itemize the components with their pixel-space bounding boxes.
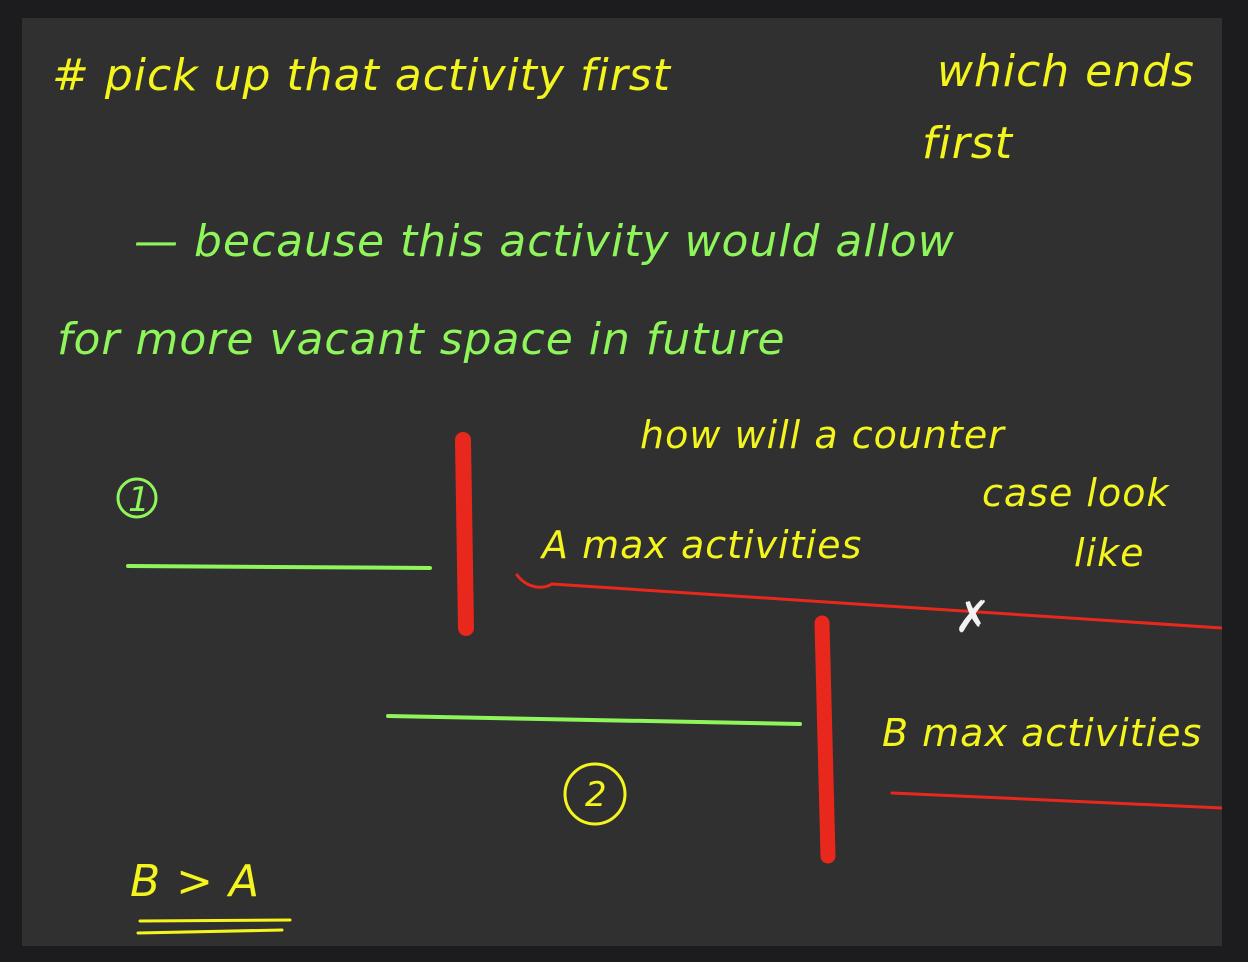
circle-one [116, 477, 158, 519]
label-b-max-activities: B max activities [882, 711, 1203, 755]
heading-line-1c: first [922, 118, 1013, 169]
red-line-b [890, 791, 1222, 810]
red-line-a [515, 573, 1222, 630]
cross-mark: ✗ [954, 592, 992, 643]
circle-two-label: 2 [585, 775, 608, 815]
label-a-max-activities: A max activities [542, 523, 863, 567]
interval-line-2 [386, 714, 802, 726]
heading-line-1: # pick up that activity first [52, 50, 671, 101]
circle-two [563, 762, 627, 826]
heading-line-1b: which ends [937, 46, 1195, 97]
ink-strokes-layer [116, 432, 1222, 935]
reason-line-1: — because this activity would allow [134, 216, 955, 267]
comparison-b-greater-a: B > A [130, 856, 261, 907]
question-line-1: how will a counter [640, 413, 1005, 457]
circle-one-label: 1 [128, 480, 151, 520]
red-bar-1 [455, 432, 474, 636]
underline-compare [136, 918, 292, 935]
question-line-3: like [1074, 531, 1145, 575]
red-bar-2 [814, 615, 836, 864]
interval-line-1 [126, 564, 432, 570]
whiteboard-canvas[interactable]: # pick up that activity first which ends… [22, 18, 1222, 946]
question-line-2: case look [982, 471, 1170, 515]
reason-line-2: for more vacant space in future [57, 314, 786, 365]
